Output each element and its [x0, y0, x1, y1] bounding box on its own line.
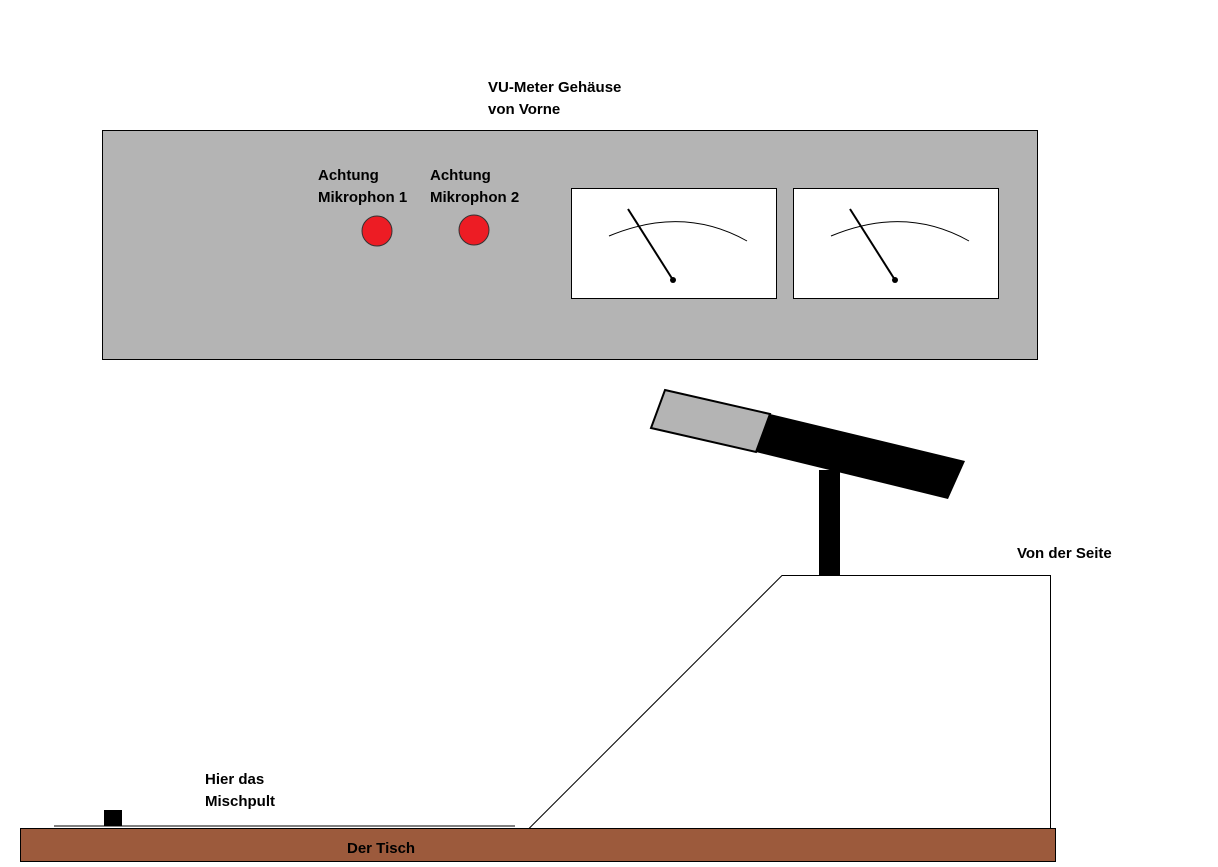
led-mic1 — [361, 215, 393, 247]
led1-label-line2: Mikrophon 1 — [318, 189, 407, 206]
meter-scale-arc — [608, 221, 748, 242]
meter-scale-arc — [830, 221, 970, 242]
mixer-knob — [104, 810, 122, 826]
meter-needle — [849, 208, 896, 281]
mixer-label-line1: Hier das — [205, 771, 264, 788]
mic-body — [756, 414, 965, 499]
table — [20, 828, 1056, 862]
led-mic2 — [458, 214, 490, 246]
led2-label-line1: Achtung — [430, 167, 491, 184]
table-label: Der Tisch — [347, 840, 415, 857]
led1-label-line1: Achtung — [318, 167, 379, 184]
front-title-line1: VU-Meter Gehäuse — [488, 79, 621, 96]
vu-housing-side — [527, 575, 1051, 829]
led2-label-line2: Mikrophon 2 — [430, 189, 519, 206]
vu-meter-2 — [793, 188, 999, 299]
front-title-line2: von Vorne — [488, 101, 560, 118]
mic-head — [649, 388, 772, 454]
mixer — [54, 825, 515, 827]
side-view-label: Von der Seite — [1017, 545, 1112, 562]
mixer-label-line2: Mischpult — [205, 793, 275, 810]
meter-needle — [627, 208, 674, 281]
mic-stem — [819, 470, 840, 576]
vu-meter-1 — [571, 188, 777, 299]
microphone — [649, 388, 965, 576]
